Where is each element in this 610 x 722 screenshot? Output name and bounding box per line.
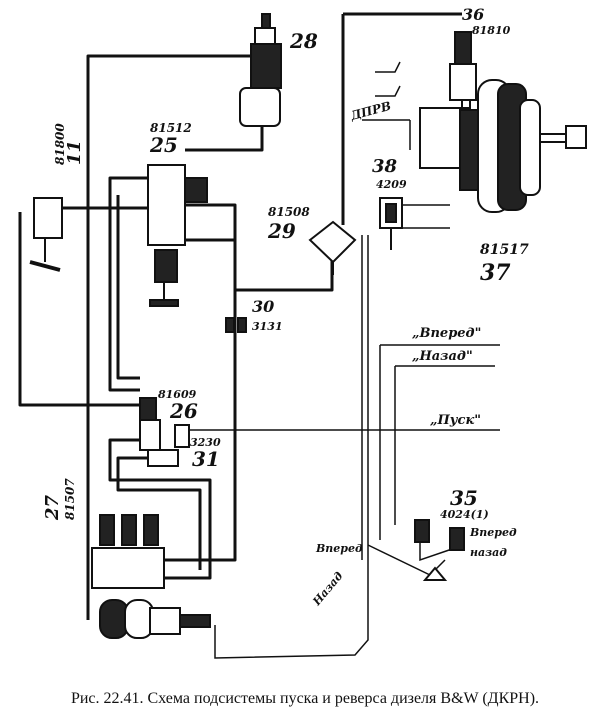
pipe-to-26 (116, 195, 140, 380)
code-11: 81800 (53, 123, 67, 165)
pipe-main-air (86, 54, 258, 620)
reversing-rod (214, 235, 369, 659)
code-29: 81508 (268, 205, 310, 219)
start-valve-28 (239, 13, 282, 127)
block-11 (29, 197, 63, 272)
code-37: 81517 (480, 242, 529, 258)
signal-vpered: „Вперед" (412, 326, 481, 341)
distributor-27 (91, 514, 211, 639)
label-25: 25 (149, 133, 178, 157)
label-38: 38 (372, 156, 398, 177)
code-35: 4024(1) (440, 508, 489, 521)
item-30 (225, 317, 247, 333)
pipe-to-36 (341, 12, 462, 225)
code-27: 81507 (63, 478, 77, 520)
dprv-contacts (362, 61, 411, 150)
label-nazad-small: Назад (310, 569, 346, 609)
label-31: 31 (192, 447, 220, 471)
block-35 (414, 519, 465, 581)
block-25 (147, 164, 208, 307)
figure-caption: Рис. 22.41. Схема подсистемы пуска и рев… (70, 690, 540, 707)
label-vpered-35: Вперед (469, 526, 517, 539)
code-31: 3230 (190, 436, 221, 449)
block-26-31 (139, 397, 190, 467)
line-nazad (394, 365, 495, 525)
turning-gear-36 (419, 31, 587, 213)
label-26: 26 (169, 399, 198, 423)
label-vpered-small: Вперед (315, 542, 363, 555)
code-26: 81609 (158, 388, 197, 401)
line-38-right (402, 204, 450, 229)
pipe-28-to-25 (185, 122, 264, 152)
label-36: 36 (462, 5, 484, 24)
pipe-left-loop (18, 212, 140, 407)
label-28: 28 (289, 29, 318, 53)
pipe-25-to-11 (60, 176, 148, 392)
code-36: 81810 (472, 24, 511, 37)
label-27: 27 (42, 494, 63, 521)
label-30: 30 (252, 297, 274, 316)
signal-nazad: „Назад" (412, 349, 473, 364)
label-35: 35 (450, 486, 478, 510)
label-29: 29 (267, 219, 296, 243)
label-11: 11 (64, 140, 85, 165)
code-30: 3131 (252, 320, 283, 333)
line-vpered (379, 344, 500, 540)
valve-29 (308, 220, 357, 275)
pipe-26-to-27 (116, 456, 202, 570)
label-37: 37 (480, 260, 511, 286)
block-38 (379, 197, 403, 250)
pipe-25-to-29 (185, 238, 334, 292)
pipe-31-to-27 (108, 438, 212, 580)
code-25: 81512 (150, 121, 192, 135)
signal-pusk: „Пуск" (430, 413, 481, 428)
pipe-right-return (165, 203, 237, 562)
code-38: 4209 (376, 178, 407, 191)
label-nazad-35: назад (470, 546, 507, 559)
